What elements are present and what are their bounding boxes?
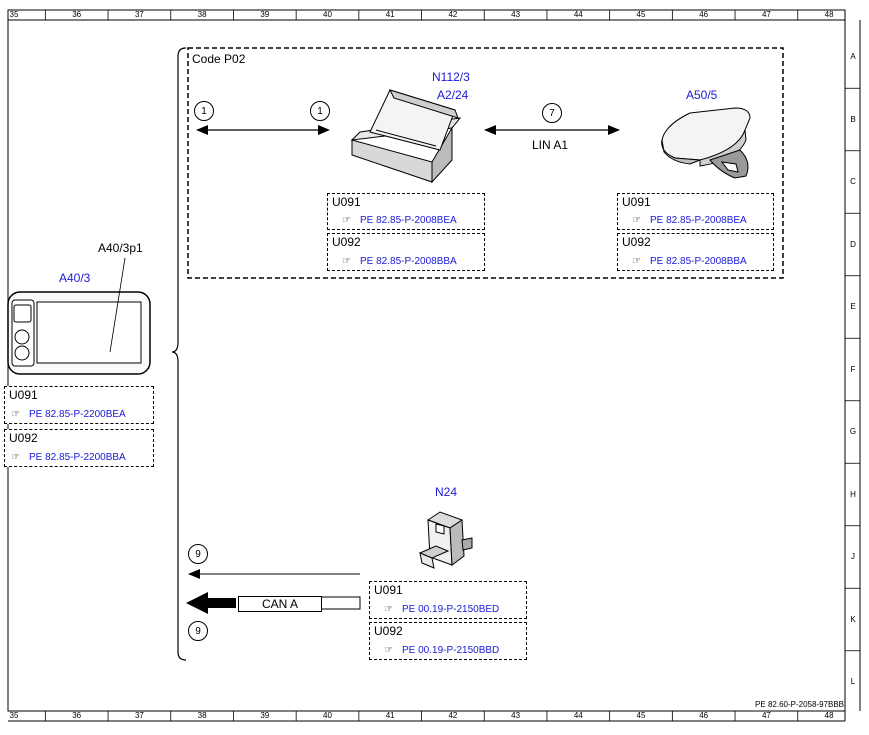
connector-9-top: 9	[188, 544, 208, 564]
a50-u091-ref[interactable]: PE 82.85-P-2008BEA	[650, 215, 747, 226]
connection-1-arrow	[196, 125, 330, 135]
ruler-ticks	[44, 10, 860, 721]
pointing-hand-icon: ☞	[384, 645, 393, 656]
ruler-bottom-40: 40	[323, 711, 332, 720]
pointing-hand-icon: ☞	[11, 409, 20, 420]
ruler-top-38: 38	[197, 10, 207, 19]
ruler-bottom-45: 45	[636, 711, 646, 720]
pointing-hand-icon: ☞	[632, 256, 641, 267]
a50-u091-box: U091 ☞ PE 82.85-P-2008BEA	[617, 193, 774, 230]
n112-device-image	[350, 89, 462, 184]
a40-u092-ref[interactable]: PE 82.85-P-2200BBA	[29, 452, 126, 463]
ruler-bottom-35: 35	[9, 711, 19, 720]
a40-u091-ref[interactable]: PE 82.85-P-2200BEA	[29, 409, 126, 420]
a40-u091-code: U091	[9, 388, 38, 402]
n112-u092-ref[interactable]: PE 82.85-P-2008BBA	[360, 256, 457, 267]
n112-u091-ref[interactable]: PE 82.85-P-2008BEA	[360, 215, 457, 226]
pointing-hand-icon: ☞	[632, 215, 641, 226]
ruler-top-44: 44	[573, 10, 583, 19]
ruler-bottom-46: 46	[699, 711, 709, 720]
n24-u091-code: U091	[374, 583, 403, 597]
ruler-bottom-37: 37	[134, 711, 144, 720]
ruler-top-46: 46	[699, 10, 709, 19]
connector-1-left: 1	[194, 101, 214, 121]
n24-u092-ref[interactable]: PE 00.19-P-2150BBD	[402, 645, 500, 656]
ruler-bottom-38: 38	[197, 711, 207, 720]
a40-u092-box: U092 ☞ PE 82.85-P-2200BBA	[4, 429, 154, 467]
ruler-row-D: D	[850, 239, 856, 249]
document-reference: PE 82.60-P-2058-97BBB	[755, 700, 844, 709]
n24-u091-ref[interactable]: PE 00.19-P-2150BED	[402, 604, 500, 615]
connector-7: 7	[542, 103, 562, 123]
ruler-bottom-42: 42	[448, 711, 458, 720]
ruler-top-43: 43	[511, 10, 521, 19]
n24-u092-code: U092	[374, 624, 403, 638]
ruler-top-47: 47	[761, 10, 771, 19]
n24-u091-box: U091 ☞ PE 00.19-P-2150BED	[369, 581, 527, 619]
a40-part-label: A40/3p1	[98, 241, 143, 255]
ruler-row-A: A	[850, 52, 856, 61]
ruler-row-E: E	[850, 302, 856, 311]
a50-u092-box: U092 ☞ PE 82.85-P-2008BBA	[617, 233, 774, 271]
lin-bus-label: LIN A1	[532, 138, 569, 152]
can-bus-line	[186, 569, 361, 614]
ruler-row-H: H	[850, 489, 856, 499]
a40-device-image	[7, 257, 151, 375]
ruler-row-C: C	[850, 177, 856, 186]
ruler-row-B: B	[850, 114, 856, 124]
n24-u092-box: U092 ☞ PE 00.19-P-2150BBD	[369, 622, 527, 660]
a50-id-label: A50/5	[686, 88, 718, 102]
connector-1-right: 1	[310, 101, 330, 121]
a50-u092-ref[interactable]: PE 82.85-P-2008BBA	[650, 256, 747, 267]
connector-9-bottom: 9	[188, 621, 208, 641]
n112-u091-code: U091	[332, 195, 361, 209]
ruler-bottom-43: 43	[511, 711, 521, 720]
ruler-row-L: L	[850, 677, 856, 686]
ruler-top-36: 36	[72, 10, 82, 19]
a40-u092-code: U092	[9, 431, 38, 445]
ruler-bottom-36: 36	[72, 711, 82, 720]
n24-id-label: N24	[435, 485, 458, 499]
a40-u091-box: U091 ☞ PE 82.85-P-2200BEA	[4, 386, 154, 424]
ruler-top-37: 37	[134, 10, 144, 19]
lin-arrow	[484, 125, 620, 135]
ruler-top-45: 45	[636, 10, 646, 19]
ruler-row-F: F	[850, 364, 856, 374]
n112-u092-box: U092 ☞ PE 82.85-P-2008BBA	[327, 233, 485, 271]
ruler-bottom-41: 41	[385, 711, 395, 720]
ruler-bottom-44: 44	[573, 711, 583, 720]
ruler-top-40: 40	[323, 10, 332, 19]
a50-u091-code: U091	[622, 195, 651, 209]
pointing-hand-icon: ☞	[342, 215, 351, 226]
ruler-row-G: G	[849, 427, 857, 436]
ruler-top-35: 35	[9, 10, 19, 19]
a50-device-image	[661, 107, 751, 179]
ruler-top-48: 48	[824, 10, 834, 19]
group-brace	[171, 47, 187, 661]
n112-u091-box: U091 ☞ PE 82.85-P-2008BEA	[327, 193, 485, 230]
ruler-top-39: 39	[260, 10, 270, 19]
a50-u092-code: U092	[622, 235, 651, 249]
ruler-row-K: K	[850, 614, 856, 624]
a40-id-label: A40/3	[59, 271, 91, 285]
n112-id-label: N112/3	[432, 70, 470, 84]
ruler-bottom-48: 48	[824, 711, 834, 720]
code-group-label: Code P02	[192, 52, 246, 66]
n112-u092-code: U092	[332, 235, 361, 249]
pointing-hand-icon: ☞	[384, 604, 393, 615]
n112-alt-label: A2/24	[437, 88, 469, 102]
ruler-bottom-39: 39	[260, 711, 270, 720]
pointing-hand-icon: ☞	[342, 256, 351, 267]
pointing-hand-icon: ☞	[11, 452, 20, 463]
code-group-box	[187, 47, 784, 279]
n24-device-image	[418, 511, 473, 569]
can-bus-label: CAN A	[238, 596, 322, 612]
ruler-bottom-47: 47	[761, 711, 771, 720]
ruler-row-J: J	[851, 552, 855, 561]
ruler-top-41: 41	[385, 10, 395, 19]
ruler-top-42: 42	[448, 10, 458, 19]
